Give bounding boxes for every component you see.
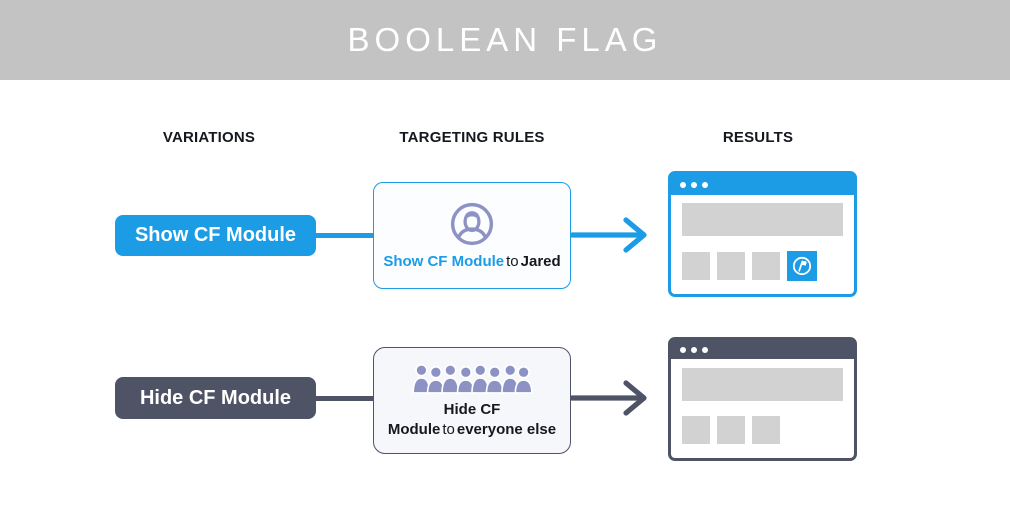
column-header-variations: VARIATIONS [162, 129, 256, 146]
connector-line-hide [310, 396, 375, 401]
flag-icon [792, 256, 812, 276]
window-control-dot [691, 181, 697, 188]
column-header-results: RESULTS [722, 129, 794, 146]
content-placeholder-banner [682, 368, 843, 401]
window-control-dot [680, 346, 686, 353]
arrow-show [570, 217, 647, 253]
rule-connector-word: to [506, 252, 519, 270]
variation-pill-show: Show CF Module [115, 215, 316, 256]
window-control-dot [702, 346, 708, 353]
crowd-icon [412, 363, 533, 394]
variation-label: Show CF Module [134, 224, 297, 246]
cf-module-tile [787, 251, 817, 281]
content-placeholder-square [752, 252, 780, 280]
browser-titlebar [671, 174, 854, 195]
browser-titlebar [671, 340, 854, 359]
content-placeholder-square [682, 416, 710, 444]
content-placeholder-row [682, 251, 843, 281]
content-placeholder-square [717, 252, 745, 280]
window-control-dot [691, 346, 697, 353]
rule-connector-word: to [442, 421, 455, 438]
page-title: BOOLEAN FLAG [347, 21, 663, 58]
content-placeholder-square [752, 416, 780, 444]
result-browser-hide [668, 337, 857, 461]
window-control-dot [680, 181, 686, 188]
rule-flag-label: Hide CF Module [387, 400, 501, 438]
user-circle-icon [450, 202, 494, 245]
column-header-targeting-rules: TARGETING RULES [399, 129, 545, 146]
variation-pill-hide: Hide CF Module [115, 377, 316, 419]
window-control-dot [702, 181, 708, 188]
rule-audience: everyone else [456, 421, 557, 438]
content-placeholder-banner [682, 203, 843, 236]
arrow-hide [570, 380, 647, 416]
rule-audience: Jared [520, 252, 561, 270]
result-browser-show [668, 171, 857, 297]
content-placeholder-row [682, 416, 843, 444]
content-placeholder-square [717, 416, 745, 444]
rule-flag-label: Show CF Module [383, 252, 505, 270]
content-placeholder-square [682, 252, 710, 280]
title-banner: BOOLEAN FLAG [0, 0, 1010, 80]
connector-line-show [310, 233, 375, 238]
variation-label: Hide CF Module [139, 386, 292, 409]
